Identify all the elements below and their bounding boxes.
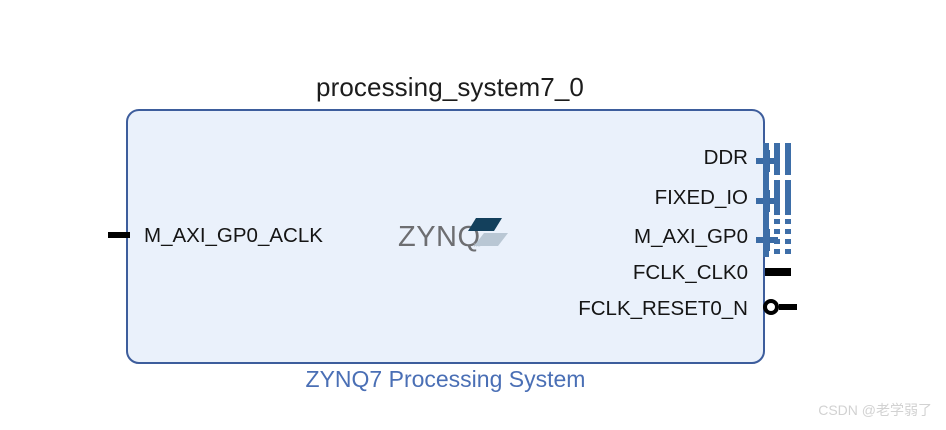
ip-block-processing-system7[interactable] xyxy=(126,109,765,364)
bus-bar-dashed-a xyxy=(774,219,780,257)
bus-interface-stub-group[interactable] xyxy=(763,143,791,257)
zynq-logo: ZYNQ ™ xyxy=(398,216,508,258)
port-label-fclk-clk0[interactable]: FCLK_CLK0 xyxy=(632,261,748,284)
block-caption: ZYNQ7 Processing System xyxy=(305,366,586,392)
port-label-fixed-io[interactable]: FIXED_IO xyxy=(654,186,748,209)
watermark: CSDN @老学弱了 xyxy=(818,402,932,418)
port-label-ddr[interactable]: DDR xyxy=(703,146,748,169)
bus-group-divider xyxy=(769,175,791,180)
port-stub-m-axi-gp0-aclk[interactable] xyxy=(108,232,130,238)
port-stub-fclk-clk0[interactable] xyxy=(765,268,791,276)
port-label-fclk-reset0-n[interactable]: FCLK_RESET0_N xyxy=(578,297,748,320)
bus-bar-dashed-b xyxy=(785,219,791,257)
port-label-m-axi-gp0-aclk[interactable]: M_AXI_GP0_ACLK xyxy=(144,224,323,247)
inversion-bubble-icon xyxy=(763,299,779,315)
port-stub-fclk-reset0-n[interactable] xyxy=(763,299,797,317)
bus-bar-dashed-edge xyxy=(763,219,769,257)
svg-text:ZYNQ: ZYNQ xyxy=(398,221,481,253)
page-title: processing_system7_0 xyxy=(316,72,584,102)
bus-edge-bar xyxy=(763,143,769,257)
reset-stub-line xyxy=(779,304,797,310)
port-label-m-axi-gp0[interactable]: M_AXI_GP0 xyxy=(634,225,748,248)
